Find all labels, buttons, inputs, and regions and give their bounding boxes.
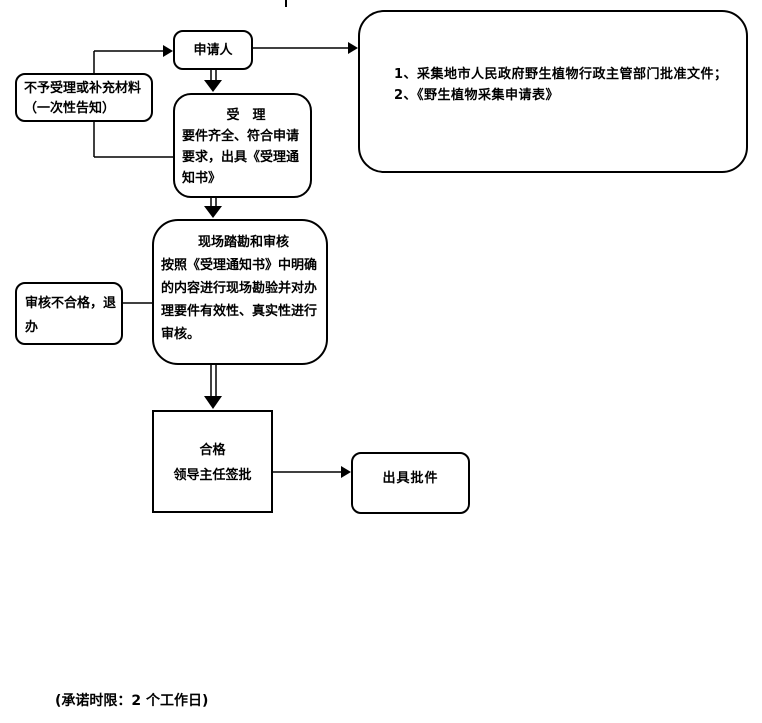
arrow-survey-to-qualified bbox=[204, 365, 222, 409]
node-site-survey-line1: 按照《受理通知书》中明确 bbox=[161, 258, 318, 273]
node-site-survey-line4: 审核。 bbox=[161, 327, 201, 342]
node-issue-approval: 出具批件 bbox=[351, 452, 470, 514]
node-accept-line3: 知书》 bbox=[182, 171, 222, 186]
node-applicant-label: 申请人 bbox=[193, 42, 233, 58]
node-qualified: 合格 领导主任签批 bbox=[152, 410, 273, 513]
node-site-survey-line3: 理要件有效性、真实性进行 bbox=[161, 304, 318, 319]
node-site-survey-title: 现场踏勘和审核 bbox=[197, 235, 289, 250]
node-required-documents: 1、采集地市人民政府野生植物行政主管部门批准文件； 2、《野生植物采集申请表》 bbox=[358, 10, 748, 173]
arrow-qualified-to-issue bbox=[272, 466, 351, 478]
arrow-accept-to-survey bbox=[204, 198, 222, 218]
node-qualified-line2: 领导主任签批 bbox=[173, 468, 252, 483]
footer-note: (承诺时限：2 个工作日) bbox=[55, 693, 209, 709]
node-required-documents-line1: 1、采集地市人民政府野生植物行政主管部门批准文件； bbox=[394, 67, 728, 82]
arrow-applicant-to-documents bbox=[253, 42, 358, 54]
node-review-fail-label: 审核不合格，退办 bbox=[25, 296, 117, 335]
node-reject-notice: 不予受理或补充材料 （一次性告知） bbox=[15, 73, 153, 122]
arrow-applicant-to-accept bbox=[204, 70, 222, 92]
node-accept: 受 理 要件齐全、符合申请 要求，出具《受理通 知书》 bbox=[173, 93, 312, 198]
node-accept-line1: 要件齐全、符合申请 bbox=[182, 129, 300, 144]
node-reject-notice-line1: 不予受理或补充材料 bbox=[24, 81, 142, 96]
node-issue-approval-label: 出具批件 bbox=[382, 471, 439, 486]
node-site-survey: 现场踏勘和审核 按照《受理通知书》中明确 的内容进行现场勘验并对办 理要件有效性… bbox=[152, 219, 328, 365]
arrow-reject-loop bbox=[93, 45, 173, 158]
node-applicant: 申请人 bbox=[173, 30, 253, 70]
node-review-fail: 审核不合格，退办 bbox=[15, 282, 123, 345]
node-qualified-line1: 合格 bbox=[199, 443, 226, 458]
node-site-survey-line2: 的内容进行现场勘验并对办 bbox=[161, 281, 318, 296]
node-accept-line2: 要求，出具《受理通 bbox=[182, 150, 300, 165]
node-required-documents-line2: 2、《野生植物采集申请表》 bbox=[394, 88, 560, 103]
node-reject-notice-line2: （一次性告知） bbox=[24, 101, 116, 116]
node-accept-title: 受 理 bbox=[226, 108, 266, 123]
